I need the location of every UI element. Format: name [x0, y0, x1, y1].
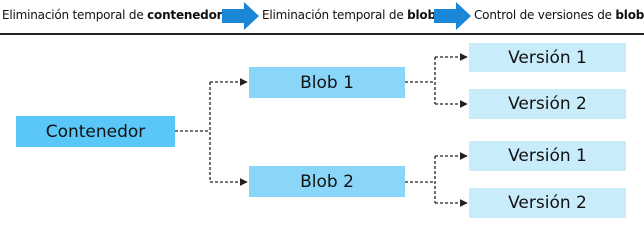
header-divider — [0, 33, 644, 35]
right-arrow-icon — [222, 2, 259, 30]
right-arrow-icon — [434, 2, 471, 30]
connectors — [175, 53, 468, 207]
process-header: Eliminación temporal de contenedores Eli… — [0, 2, 644, 30]
blob-1-version-1-node: Versión 1 — [469, 43, 626, 72]
blob-2-version-1-node: Versión 1 — [469, 141, 626, 171]
step-blob-versioning: Control de versiones de blobs — [474, 8, 644, 22]
blob-1-version-2-node: Versión 2 — [469, 89, 626, 119]
container-node: Contenedor — [16, 116, 175, 147]
blob-2-node: Blob 2 — [249, 166, 405, 197]
blob-1-node: Blob 1 — [249, 67, 405, 98]
blob-2-version-2-node: Versión 2 — [469, 188, 626, 218]
step-container-soft-delete: Eliminación temporal de contenedores — [2, 8, 238, 22]
